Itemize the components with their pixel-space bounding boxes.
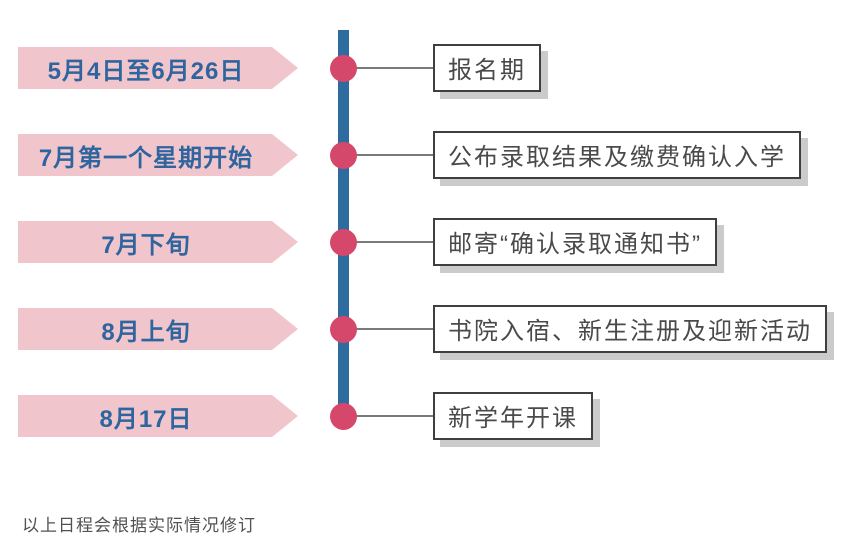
date-text: 8月17日: [99, 405, 193, 433]
timeline-dot: [330, 402, 357, 430]
timeline-dot: [330, 228, 357, 256]
event-text: 新学年开课: [448, 405, 578, 432]
event-text: 报名期: [448, 57, 526, 84]
date-text: 8月上旬: [101, 318, 191, 346]
date-text: 5月4日至6月26日: [47, 57, 245, 85]
timeline-dot: [330, 141, 357, 169]
timeline-dot: [330, 54, 357, 82]
connector-line: [344, 154, 434, 156]
event-text: 邮寄“确认录取通知书”: [448, 231, 702, 258]
date-arrow-label: 7月下旬: [18, 221, 298, 263]
connector-line: [344, 328, 434, 330]
footnote-text: 以上日程会根据实际情况修订: [22, 516, 256, 535]
connector-line: [344, 415, 434, 417]
event-text: 公布录取结果及缴费确认入学: [448, 144, 786, 171]
date-text: 7月下旬: [101, 231, 191, 259]
date-arrow-label: 7月第一个星期开始: [18, 134, 298, 176]
event-box: 邮寄“确认录取通知书”: [433, 218, 717, 266]
event-box: 公布录取结果及缴费确认入学: [433, 131, 801, 179]
timeline-axis-line: [338, 30, 349, 420]
date-arrow-label: 8月17日: [18, 395, 298, 437]
connector-line: [344, 241, 434, 243]
date-arrow-label: 5月4日至6月26日: [18, 47, 298, 89]
event-box: 报名期: [433, 44, 541, 92]
event-text: 书院入宿、新生注册及迎新活动: [448, 318, 812, 345]
event-box: 书院入宿、新生注册及迎新活动: [433, 305, 827, 353]
timeline-dot: [330, 315, 357, 343]
date-text: 7月第一个星期开始: [38, 144, 254, 172]
date-arrow-label: 8月上旬: [18, 308, 298, 350]
connector-line: [344, 67, 434, 69]
event-box: 新学年开课: [433, 392, 593, 440]
